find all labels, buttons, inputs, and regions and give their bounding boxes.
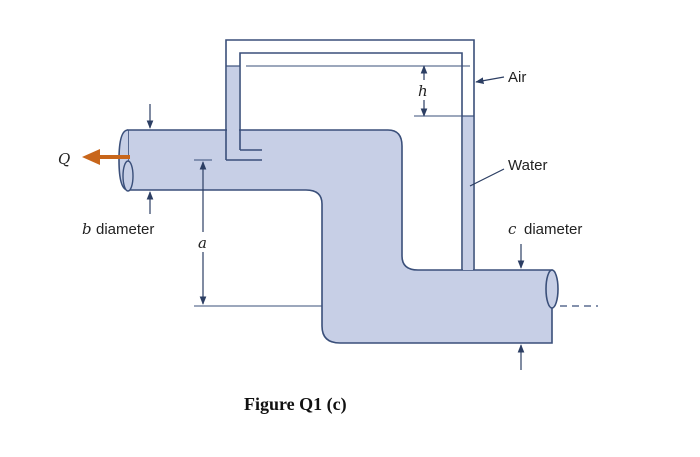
c-diameter-word: diameter bbox=[524, 221, 582, 238]
h-label: h bbox=[418, 82, 428, 100]
right-leg-water bbox=[463, 116, 473, 270]
inlet-pipe-opening bbox=[122, 160, 134, 192]
flow-label: Q bbox=[58, 150, 70, 168]
c-diameter-letter: c bbox=[508, 220, 517, 238]
left-leg-water bbox=[227, 66, 239, 160]
pipe-body bbox=[127, 129, 553, 344]
b-diameter-word: diameter bbox=[96, 221, 154, 238]
b-diameter-letter: b bbox=[82, 220, 92, 238]
manometer-tube-inner bbox=[239, 52, 463, 270]
water-label: Water bbox=[508, 157, 547, 174]
air-label: Air bbox=[508, 69, 526, 86]
outlet-pipe-opening bbox=[545, 269, 559, 309]
left-tap bbox=[226, 149, 262, 161]
flow-arrowhead bbox=[82, 149, 100, 165]
air-pointer bbox=[475, 76, 505, 84]
water-pointer bbox=[469, 168, 505, 187]
a-label: a bbox=[198, 234, 207, 252]
manometer-tube-outer bbox=[225, 39, 475, 270]
figure-caption: Figure Q1 (c) bbox=[244, 394, 347, 415]
